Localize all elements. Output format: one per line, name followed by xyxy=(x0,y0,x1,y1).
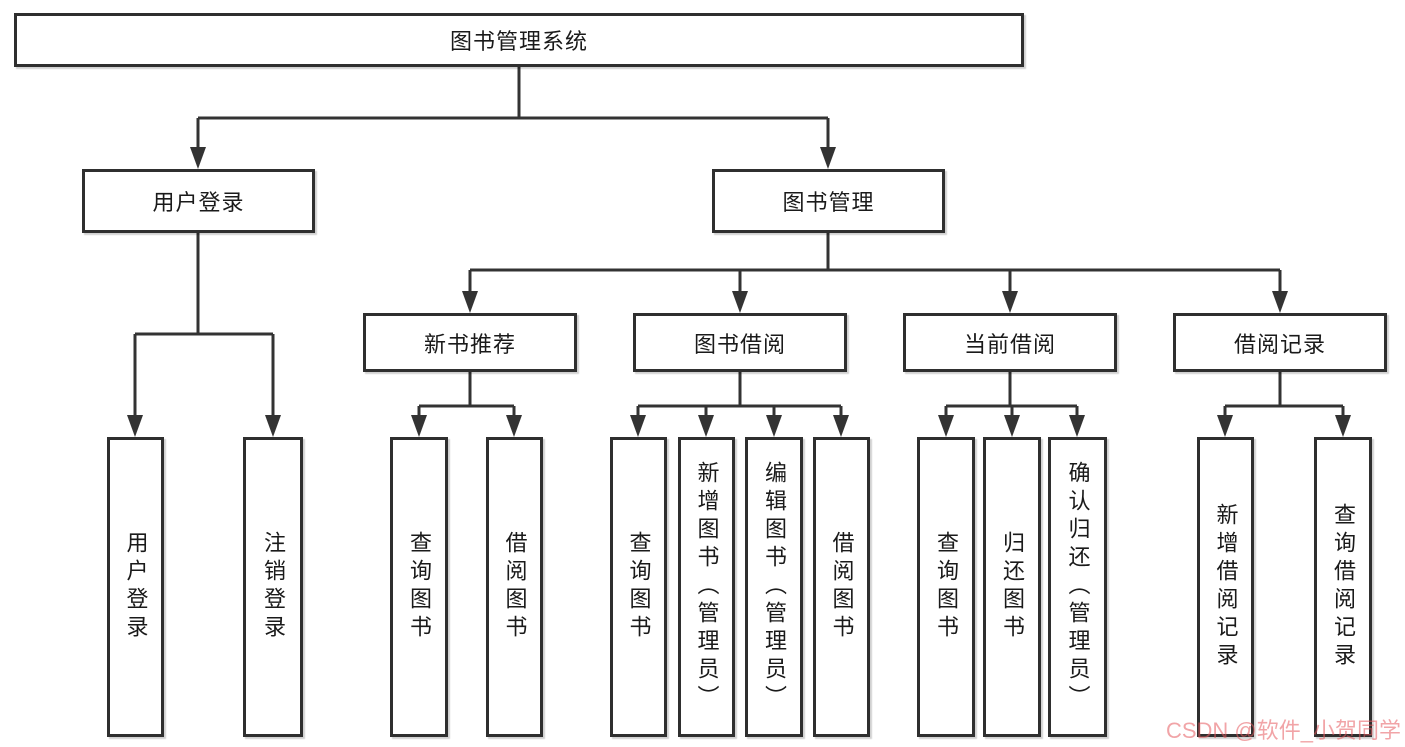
arrow-icon xyxy=(732,291,748,313)
leaf-edit-book-admin: 编辑图书（管理员） xyxy=(745,437,803,737)
node-label: 归还图书 xyxy=(1000,531,1025,643)
node-book-management: 图书管理 xyxy=(712,169,945,233)
node-label: 查询图书 xyxy=(626,531,652,643)
node-label: 图书管理 xyxy=(782,190,875,215)
node-label: 查询图书 xyxy=(934,531,959,643)
arrow-icon xyxy=(1272,291,1288,313)
leaf-query-books-recommend: 查询图书 xyxy=(390,437,448,737)
node-label: 用户登录 xyxy=(123,531,149,643)
arrow-icon xyxy=(820,147,836,169)
arrow-icon xyxy=(411,415,427,437)
leaf-query-books-borrow: 查询图书 xyxy=(610,437,667,737)
node-borrow-records: 借阅记录 xyxy=(1173,313,1387,372)
arrow-icon xyxy=(1069,415,1085,437)
connector-user-login-to-leaves xyxy=(133,233,275,418)
node-label: 借阅图书 xyxy=(502,531,528,643)
node-label: 借阅图书 xyxy=(829,531,855,643)
connector-current-borrow-to-leaves xyxy=(944,372,1079,420)
node-label: 新增借阅记录 xyxy=(1213,503,1239,671)
arrow-icon xyxy=(462,291,478,313)
arrow-icon xyxy=(766,415,782,437)
node-label: 图书管理系统 xyxy=(449,29,588,54)
arrow-icon xyxy=(1335,415,1351,437)
connector-new-book-recommend-to-leaves xyxy=(417,372,516,420)
node-new-book-recommend: 新书推荐 xyxy=(363,313,577,372)
arrow-icon xyxy=(265,415,281,437)
arrow-icon xyxy=(1217,415,1233,437)
arrow-icon xyxy=(190,147,206,169)
node-label: 新书推荐 xyxy=(423,331,516,357)
node-label: 新增图书（管理员） xyxy=(694,461,720,713)
arrow-icon xyxy=(833,415,849,437)
leaf-return-book: 归还图书 xyxy=(983,437,1041,737)
leaf-confirm-return-admin: 确认归还（管理员） xyxy=(1048,437,1107,737)
arrow-icon xyxy=(1002,291,1018,313)
leaf-logout: 注销登录 xyxy=(243,437,303,737)
leaf-query-borrow-record: 查询借阅记录 xyxy=(1314,437,1372,737)
leaf-user-login: 用户登录 xyxy=(107,437,164,737)
leaf-add-book-admin: 新增图书（管理员） xyxy=(678,437,735,737)
node-label: 确认归还（管理员） xyxy=(1065,461,1091,713)
arrowheads xyxy=(127,147,1351,437)
arrow-icon xyxy=(698,415,714,437)
arrow-icon xyxy=(938,415,954,437)
node-current-borrow: 当前借阅 xyxy=(903,313,1117,372)
node-label: 查询借阅记录 xyxy=(1331,503,1356,671)
node-label: 用户登录 xyxy=(152,190,245,215)
leaf-borrow-books-recommend: 借阅图书 xyxy=(486,437,543,737)
arrow-icon xyxy=(506,415,522,437)
arrow-icon xyxy=(1004,415,1020,437)
node-label: 当前借阅 xyxy=(963,331,1056,357)
connector-book-management-to-level3 xyxy=(468,233,1282,292)
node-book-borrow: 图书借阅 xyxy=(633,313,847,372)
node-label: 图书借阅 xyxy=(693,331,786,357)
leaf-borrow-books-2: 借阅图书 xyxy=(813,437,870,737)
node-label: 借阅记录 xyxy=(1233,331,1326,357)
node-root-title: 图书管理系统 xyxy=(14,13,1024,67)
node-label: 注销登录 xyxy=(261,531,286,643)
arrow-icon xyxy=(630,415,646,437)
leaf-add-borrow-record: 新增借阅记录 xyxy=(1197,437,1254,737)
arrow-icon xyxy=(127,415,143,437)
connector-book-borrow-to-leaves xyxy=(636,372,843,420)
connector-borrow-records-to-leaves xyxy=(1223,372,1345,420)
node-label: 查询图书 xyxy=(407,531,432,643)
connector-root-to-level2 xyxy=(196,67,830,150)
node-user-login: 用户登录 xyxy=(82,169,315,233)
leaf-query-books-current: 查询图书 xyxy=(917,437,975,737)
node-label: 编辑图书（管理员） xyxy=(762,461,787,713)
